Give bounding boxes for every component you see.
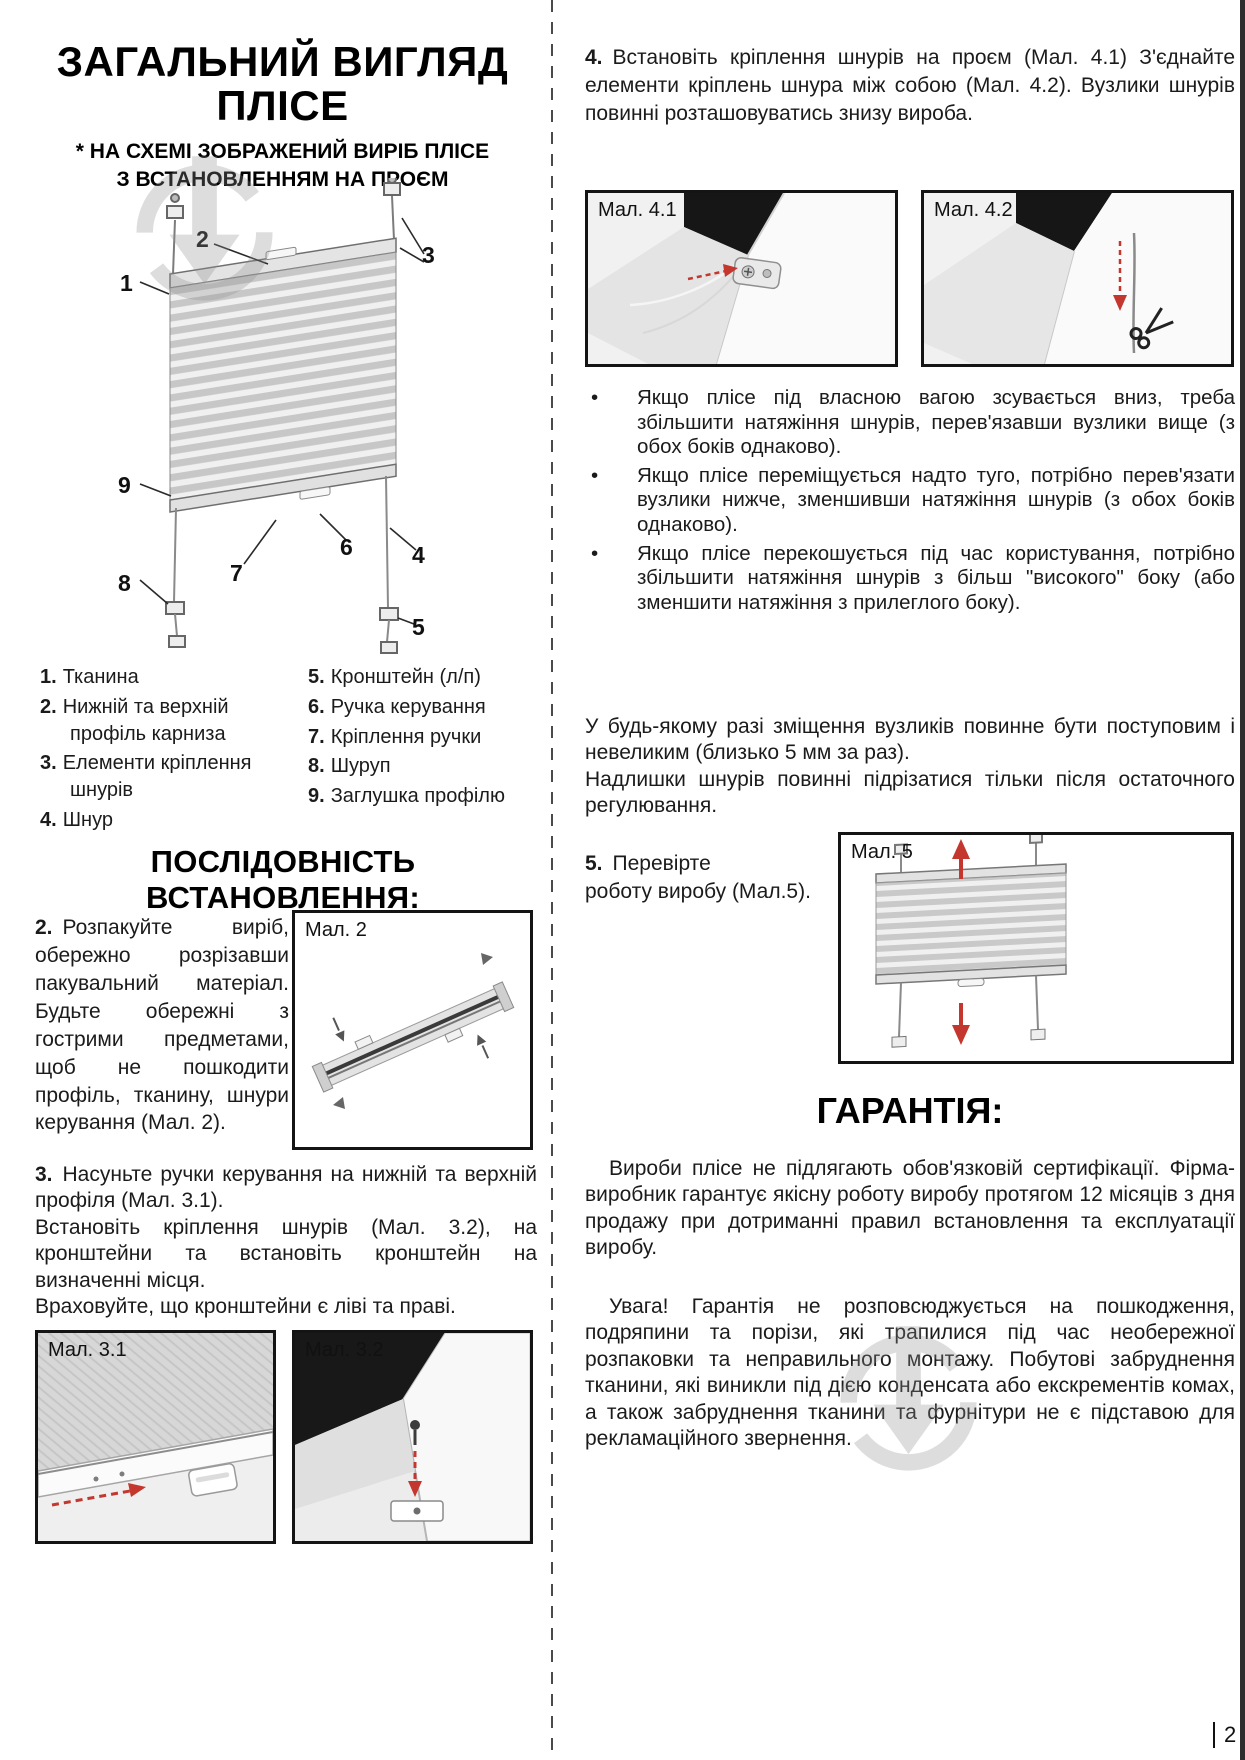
figure-3-2-label: Мал. 3.2 [305,1339,384,1361]
adjustment-bullets: • Якщо плісе під власною вагою зсуваєтьс… [585,386,1235,619]
callout-2: 2 [196,226,209,252]
blind-overview-diagram: 1 2 3 9 6 7 4 8 5 [28,174,536,660]
figure-5-image [875,835,1067,1048]
callout-6: 6 [340,534,353,560]
top-brackets [166,174,401,275]
legend-column-1: 1.Тканина 2.Нижній та верхній профіль ка… [40,664,308,837]
callout-5: 5 [412,614,425,640]
callout-1: 1 [120,270,133,296]
legend-item-2: 2.Нижній та верхній профіль карниза [40,695,229,745]
blind-overview-image [139,174,425,654]
warranty-heading: ГАРАНТІЯ: [816,1090,1004,1131]
step-5-paragraph: 5.Перевірте роботу виробу (Мал.5). [585,852,811,903]
figure-2-label: Мал. 2 [305,919,367,941]
figure-4-2-image [924,193,1231,364]
bullet-marker: • [591,386,599,409]
step-4-number: 4. [585,46,603,69]
callout-4: 4 [412,542,425,568]
page-number-rule [1213,1722,1215,1748]
figure-4-2-label: Мал. 4.2 [934,199,1013,221]
bullet-marker: • [591,541,599,565]
step-5-number: 5. [585,852,603,875]
legend-item-8: 8.Шуруп [308,755,391,778]
warranty-paragraph-1: Вироби плісе не підлягають обов'язковій … [585,1157,1235,1260]
warranty-paragraph-2: Увага! Гарантія не розповсюджується на п… [585,1295,1235,1451]
bottom-brackets [165,475,399,654]
page-title-line2: ПЛІСЕ [216,82,349,130]
callout-7: 7 [230,560,243,586]
figure-3-2-image [295,1333,530,1541]
step-4-paragraph: 4.Встановіть кріплення шнурів на проєм (… [585,46,1235,125]
figure-2: Мал. 2 [292,910,533,1150]
figure-4-1-image [588,193,895,364]
sequence-heading: ПОСЛІДОВНІСТЬ ВСТАНОВЛЕННЯ: [145,844,420,915]
callout-9: 9 [118,472,131,498]
page-subtitle: * НА СХЕМІ ЗОБРАЖЕНИЙ ВИРІБ ПЛІСЕ З ВСТА… [30,138,535,195]
legend-item-3: 3.Елементи кріплення шнурів [40,752,252,802]
step-3-number: 3. [35,1163,53,1186]
adjustment-note: У будь-якому разі зміщення вузликів пови… [585,715,1235,818]
legend-item-5: 5.Кронштейн (л/п) [308,666,481,688]
callout-3: 3 [422,242,435,268]
figure-2-image [311,953,515,1109]
figure-4-1: Мал. 4.1 [585,190,898,367]
bullet-item-3: • Якщо плісе перекошується під час корис… [591,541,1235,614]
callout-leader-lines [139,217,425,625]
pleated-blind [169,237,397,513]
figure-5-label: Мал. 5 [851,841,913,863]
figure-3-1-image [38,1333,273,1541]
bracket-piece [390,1500,444,1522]
cord-bracket [732,257,782,290]
scissors-icon [1129,307,1174,350]
legend-item-4: 4.Шнур [40,808,113,831]
page-edge-bar [1240,0,1245,1760]
step-2-number: 2. [35,916,53,939]
page-title: ЗАГАЛЬНИЙ ВИГЛЯД ПЛІСЕ [30,38,535,130]
figure-3-1: Мал. 3.1 [35,1330,276,1544]
column-divider [551,0,553,1760]
page-subtitle-line2: З ВСТАНОВЛЕННЯМ НА ПРОЄМ [116,168,449,192]
handle-piece [188,1463,238,1497]
red-arrow [51,1489,131,1507]
page-subtitle-line1: * НА СХЕМІ ЗОБРАЖЕНИЙ ВИРІБ ПЛІСЕ [75,140,490,163]
step-2-paragraph: 2.Розпакуйте виріб, обережно розрізавши … [35,916,289,1135]
legend-item-1: 1.Тканина [40,666,139,688]
bullet-marker: • [591,463,599,487]
callout-8: 8 [118,570,131,596]
screw-icon [410,1420,420,1445]
figure-3-2: Мал. 3.2 [292,1330,533,1544]
figure-4-1-label: Мал. 4.1 [598,199,677,221]
figure-4-2: Мал. 4.2 [921,190,1234,367]
legend-item-7: 7.Кріплення ручки [308,725,482,748]
figure-3-1-label: Мал. 3.1 [48,1339,127,1361]
figure-5: Мал. 5 [838,832,1234,1064]
page-number: 2 [1213,1722,1236,1748]
bullet-item-1: • Якщо плісе під власною вагою зсуваєтьс… [591,386,1235,459]
cord [642,270,739,334]
legend-item-9: 9.Заглушка профілю [308,785,505,808]
bullet-item-2: • Якщо плісе переміщується надто туго, п… [591,463,1235,536]
red-arrow [687,269,727,281]
cord [1132,232,1136,354]
legend-item-6: 6.Ручка керування [308,695,486,718]
page-title-line1: ЗАГАЛЬНИЙ ВИГЛЯД [56,38,509,85]
legend-column-2: 5.Кронштейн (л/п) 6.Ручка керування 7.Кр… [308,664,540,837]
step-3-paragraph: 3.Насуньте ручки керування на нижній та … [35,1163,537,1319]
legend: 1.Тканина 2.Нижній та верхній профіль ка… [40,664,540,837]
